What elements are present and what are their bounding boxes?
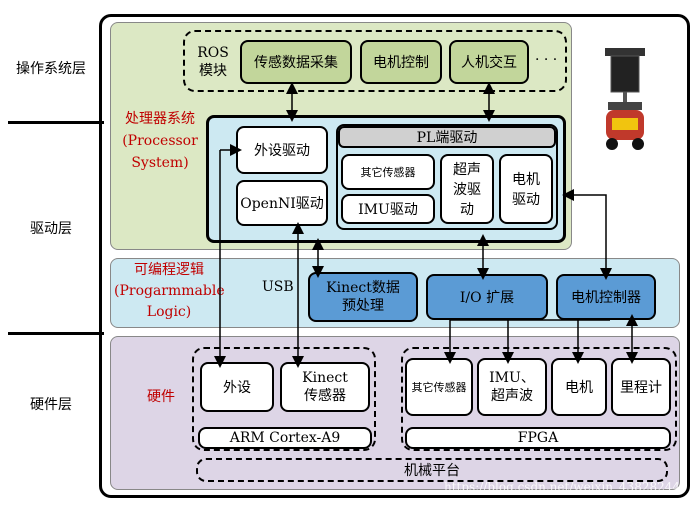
motor-controller-box: 电机控制器 [556, 274, 656, 320]
motor-driver-box: 电机驱动 [499, 154, 553, 224]
programmable-logic-title: 可编程逻辑(Progarmmable Logic) [114, 262, 225, 320]
ros-module-label: ROS模块 [197, 45, 229, 79]
watermark: https://blog.csdn.net/weixin_43828244 [444, 480, 681, 494]
motor-box: 电机 [551, 358, 607, 416]
main-frame [99, 14, 690, 498]
kinect-preprocessing-box: Kinect数据预处理 [308, 272, 418, 322]
usb-label: USB [262, 279, 294, 295]
fpga-group [401, 347, 677, 451]
other-sensor-driver-box: 其它传感器 [341, 154, 435, 190]
arm-cortex-box: ARM Cortex-A9 [198, 427, 372, 449]
openni-driver-box: OpenNI驱动 [236, 180, 328, 226]
robot-image [605, 48, 645, 150]
arm-group [192, 347, 376, 451]
pl-driver-header: PL端驱动 [338, 126, 556, 148]
hardware-layer-label: 硬件层 [30, 397, 72, 413]
fpga-box: FPGA [405, 427, 671, 449]
hardware-title: 硬件 [147, 389, 175, 405]
motor-control-box: 电机控制 [360, 40, 442, 84]
processor-system-title: 处理器系统(Processor System) [122, 111, 198, 171]
ros-group [183, 30, 567, 92]
driver-layer-label: 驱动层 [30, 221, 72, 237]
ros-ellipsis: · · · [535, 52, 558, 68]
mechanical-platform-box: 机械平台 [196, 458, 668, 482]
peripheral-box: 外设 [200, 362, 274, 412]
ultrasonic-driver-box: 超声波驱动 [440, 154, 494, 224]
pl-driver-group [336, 124, 558, 230]
separator-bottom [8, 332, 104, 335]
other-sensor-box: 其它传感器 [405, 358, 473, 416]
os-layer-label: 操作系统层 [16, 61, 86, 77]
odometer-box: 里程计 [611, 358, 671, 416]
separator-top [8, 121, 104, 124]
imu-driver-box: IMU驱动 [341, 194, 435, 224]
human-computer-interaction-box: 人机交互 [449, 40, 529, 84]
kinect-sensor-box: Kinect传感器 [280, 362, 370, 412]
